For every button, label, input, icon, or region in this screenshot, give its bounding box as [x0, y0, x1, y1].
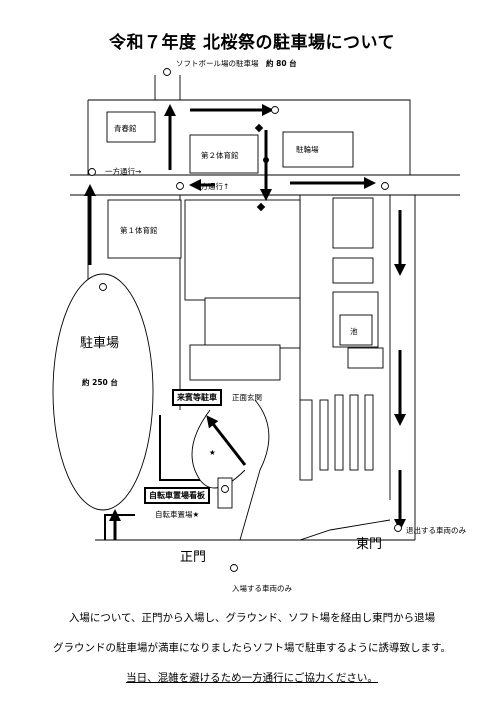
building-gym1: [107, 199, 182, 259]
junction-diamond-b: [256, 202, 266, 212]
label-bicycle-area: 駐輪場: [296, 145, 319, 154]
waypoint-east-gate: [394, 524, 402, 532]
waypoint-parking: [99, 283, 107, 291]
parking-stall-3: [334, 394, 344, 471]
junction-dot-a: [263, 157, 269, 163]
label-pond: 池: [350, 327, 358, 336]
building-right-2: [332, 257, 374, 284]
parking-stall-2: [319, 399, 329, 471]
label-softball-parking: ソフトボール場の駐車場 約 80 台: [176, 59, 297, 68]
road-top-boundary: [88, 99, 411, 175]
building-center-b: [189, 344, 281, 381]
building-main-block: [184, 199, 301, 301]
waypoint-top-right: [271, 106, 279, 114]
building-gym2: [189, 134, 259, 174]
building-pond-area: [339, 314, 373, 346]
road-softball-access: [154, 75, 181, 100]
footer-line-2: グラウンドの駐車場が満車になりましたらソフト場で駐車するように誘導致します。: [53, 642, 451, 654]
waypoint-right-road: [381, 182, 389, 190]
label-exit-only: 退出する車両のみ: [406, 526, 466, 535]
label-one-way-left: 一方通行→: [105, 167, 142, 176]
route-bike-line: [159, 415, 200, 481]
arrow-entry-up: [206, 415, 247, 466]
building-right-1: [332, 197, 374, 249]
building-center-a: [204, 297, 301, 349]
building-bicycle-area: [282, 131, 354, 168]
star-marker: ★: [209, 448, 216, 457]
footer-line-3: 当日、混雑を避けるため一方通行にご協力ください。: [126, 672, 378, 684]
route-bottom-left: [104, 514, 135, 540]
parking-stall-5: [364, 394, 374, 471]
parking-stall-1: [299, 399, 313, 481]
label-bike-sign: 自転車置場看板: [144, 487, 210, 504]
page-title: 令和７年度 北桜祭の駐車場について: [109, 33, 395, 53]
label-parking-capacity: 約 250 台: [82, 378, 118, 387]
road-entrance-curve: [191, 399, 270, 541]
junction-dot-b: [263, 189, 269, 195]
building-seishunkan: [106, 111, 156, 143]
label-seishunkan: 青春館: [114, 124, 137, 133]
label-east-gate: 東門: [356, 537, 383, 552]
building-right-4: [347, 347, 384, 369]
label-guest-parking: 来賓等駐車: [172, 389, 222, 406]
label-parking-lot: 駐車場: [80, 336, 120, 351]
waypoint-entry: [230, 564, 238, 572]
label-gym1: 第１体育館: [120, 226, 158, 235]
label-entry-only: 入場する車両のみ: [232, 584, 292, 593]
label-bike-area-star: 自転車置場★: [155, 510, 200, 519]
junction-diamond-a: [254, 123, 264, 133]
waypoint-bike-area: [221, 485, 229, 493]
label-front-entrance: 正面玄関: [232, 393, 262, 402]
parking-stall-4: [349, 394, 359, 471]
parking-lot-ellipse: [52, 273, 154, 511]
road-bottom-boundary: [95, 519, 391, 541]
waypoint-left-road: [88, 168, 96, 176]
waypoint-mid-road: [176, 182, 184, 190]
waypoint-top-softball: [163, 68, 171, 76]
label-main-gate: 正門: [180, 550, 207, 565]
label-one-way-up: 一方通行↑: [193, 182, 230, 191]
guardhouse: [217, 477, 233, 509]
label-gym2: 第２体育館: [201, 151, 239, 160]
footer-line-1: 入場について、正門から入場し、グラウンド、ソフト場を経由し東門から退場: [68, 612, 436, 624]
